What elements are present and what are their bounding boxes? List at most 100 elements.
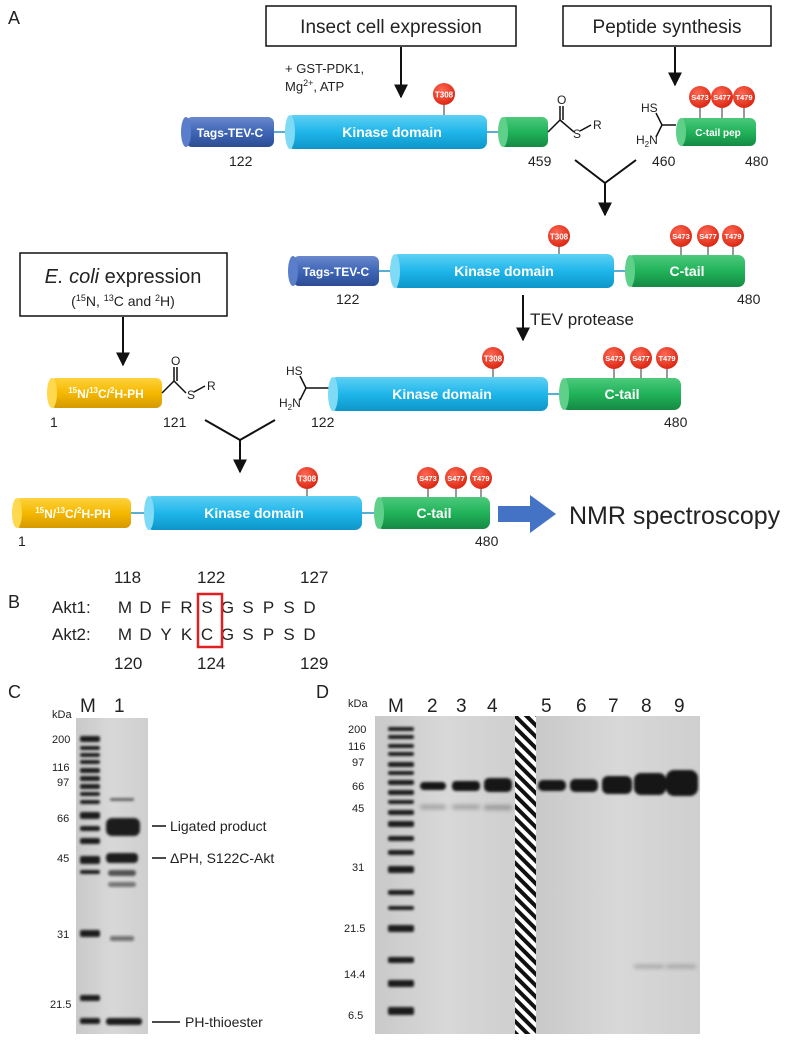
svg-text:Kinase domain: Kinase domain <box>204 505 304 521</box>
svg-text:S477: S477 <box>699 232 717 241</box>
svg-text:S477: S477 <box>632 354 650 363</box>
svg-text:HS: HS <box>641 101 658 115</box>
insect-cell-box <box>265 5 517 47</box>
svg-text:R: R <box>207 379 216 393</box>
svg-text:122: 122 <box>336 291 360 307</box>
gel-c <box>76 718 148 1034</box>
svg-text:S473: S473 <box>672 232 690 241</box>
peptide-sites: S473 S477 T479 <box>689 86 755 118</box>
sequence-residue: S <box>283 598 294 617</box>
svg-text:6.5: 6.5 <box>348 1010 363 1022</box>
site-t308: T308 <box>433 83 455 105</box>
row1-constructs: Tags-TEV-C Kinase domain T308 O S R <box>181 83 769 169</box>
residue-122-a: 122 <box>229 153 253 169</box>
ligated-product-label: Ligated product <box>170 818 267 834</box>
svg-text:S: S <box>573 127 581 141</box>
svg-text:2: 2 <box>427 696 438 717</box>
gel-separator <box>515 716 536 1034</box>
sequence-residue: D <box>303 598 315 617</box>
svg-text:5: 5 <box>541 696 552 717</box>
svg-text:T479: T479 <box>658 354 675 363</box>
kda-label-d: kDa <box>348 698 368 710</box>
sequence-residue: K <box>181 625 193 644</box>
kinase-domain: Kinase domain <box>144 496 362 530</box>
svg-text:S473: S473 <box>605 354 623 363</box>
panel-label-b: B <box>8 592 20 612</box>
sequence-residue: C <box>201 625 213 644</box>
svg-text:C-tail: C-tail <box>417 505 452 521</box>
sequence-residue: D <box>139 598 151 617</box>
seq-num-129: 129 <box>300 654 328 673</box>
sequence-residue: G <box>221 598 234 617</box>
nmr-label: NMR spectroscopy <box>569 502 781 530</box>
svg-text:C-tail: C-tail <box>670 263 705 279</box>
residue-480-a: 480 <box>745 153 769 169</box>
svg-text:Tags-TEV-C: Tags-TEV-C <box>303 265 370 279</box>
kinase-domain: Kinase domain <box>328 377 548 411</box>
svg-text:480: 480 <box>737 291 761 307</box>
row4-final-construct: 15N/13C/2H-PH Kinase domain T308 C-tail … <box>12 467 499 549</box>
svg-text:1: 1 <box>18 533 26 549</box>
akt2-label: Akt2: <box>52 625 91 644</box>
panel-label-a: A <box>8 8 20 28</box>
svg-text:97: 97 <box>352 757 364 769</box>
reagent-line-1: + GST-PDK1, <box>285 61 364 76</box>
svg-text:C-tail: C-tail <box>605 386 640 402</box>
svg-text:S473: S473 <box>691 93 709 102</box>
svg-text:H2N: H2N <box>636 133 658 149</box>
insect-cell-label: Insect cell expression <box>300 17 482 38</box>
svg-text:T308: T308 <box>550 233 569 242</box>
c-tail: C-tail <box>625 255 745 287</box>
c-tail-fragment <box>498 117 548 147</box>
gel-c-annotations: Ligated product ΔPH, S122C-Akt PH-thioes… <box>152 818 274 1030</box>
svg-text:97: 97 <box>57 777 69 789</box>
gel-c-markers: 200 116 97 66 45 31 21.5 <box>50 734 71 1011</box>
highlight-box <box>196 592 224 649</box>
svg-text:T308: T308 <box>435 91 454 100</box>
sequence-residue: M <box>118 598 132 617</box>
seq-num-118: 118 <box>114 568 141 587</box>
svg-text:HS: HS <box>286 364 303 378</box>
sequence-residue: M <box>118 625 132 644</box>
svg-text:M: M <box>388 696 404 717</box>
sequence-residue: D <box>139 625 151 644</box>
svg-text:8: 8 <box>641 696 652 717</box>
svg-text:3: 3 <box>456 696 467 717</box>
svg-text:H2N: H2N <box>279 396 301 412</box>
svg-text:T479: T479 <box>724 232 741 241</box>
svg-text:116: 116 <box>348 741 366 753</box>
c-tail-peptide: C-tail pep <box>676 118 756 146</box>
svg-text:R: R <box>593 118 602 132</box>
tags-tev-c-domain: Tags-TEV-C <box>181 117 274 147</box>
sequence-residue: P <box>263 598 274 617</box>
sequence-residue: S <box>201 598 212 617</box>
nmr-arrow <box>498 495 556 533</box>
svg-text:T479: T479 <box>472 474 489 483</box>
svg-text:21.5: 21.5 <box>344 923 365 935</box>
svg-text:6: 6 <box>576 696 587 717</box>
ecoli-isotopes: (15N, 13C and 2H) <box>71 293 175 309</box>
svg-text:S477: S477 <box>447 474 465 483</box>
c-tail: C-tail <box>559 378 681 410</box>
svg-text:66: 66 <box>352 781 364 793</box>
lane-1-c: 1 <box>114 696 125 717</box>
svg-text:C-tail pep: C-tail pep <box>695 128 741 139</box>
panel-label-c: C <box>8 682 21 702</box>
c-tail: C-tail <box>374 497 490 529</box>
svg-text:121: 121 <box>163 414 187 430</box>
ecoli-label: E. coli expression <box>45 266 202 288</box>
gel-d-markers: 200 116 97 66 45 31 21.5 14.4 6.5 <box>344 724 366 1022</box>
svg-text:Kinase domain: Kinase domain <box>392 386 492 402</box>
svg-text:66: 66 <box>57 813 69 825</box>
ph-domain: 15N/13C/2H-PH <box>12 498 131 528</box>
svg-text:4: 4 <box>487 696 498 717</box>
ph-thioester-label: PH-thioester <box>185 1014 263 1030</box>
ecoli-box <box>19 252 228 317</box>
seq-num-124: 124 <box>197 654 225 673</box>
svg-text:122: 122 <box>311 414 335 430</box>
svg-text:Kinase domain: Kinase domain <box>454 263 554 279</box>
sequence-residue: D <box>303 625 315 644</box>
